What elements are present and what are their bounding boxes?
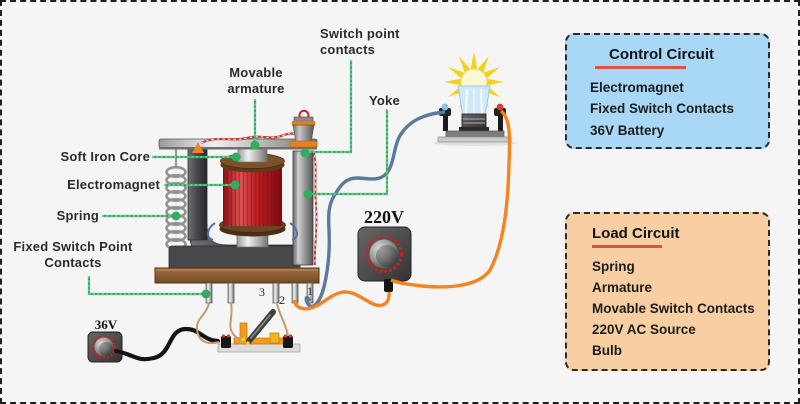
label-soft-iron-core: Soft Iron Core xyxy=(60,149,150,164)
wire-tan-pin-to-switch-left xyxy=(195,302,220,345)
label-yoke: Yoke xyxy=(369,93,400,108)
electromagnet-coil xyxy=(223,163,282,226)
control-circuit-item: Electromagnet xyxy=(590,79,684,95)
knob-ring-220v xyxy=(365,235,403,273)
coil-lead-wire xyxy=(312,149,318,266)
label-spring: Spring xyxy=(56,208,99,223)
bulb-stand xyxy=(433,130,517,146)
load-circuit-box: Load Circuit Spring Armature Movable Swi… xyxy=(565,212,770,371)
control-circuit-underline xyxy=(595,66,686,69)
coil-terminal-wire-right xyxy=(289,222,298,241)
bulb-socket xyxy=(459,113,489,132)
wire-orange-220v-to-pin2 xyxy=(293,290,391,311)
yoke-post xyxy=(292,150,314,266)
wire-tan-switch-to-pin3 xyxy=(276,303,289,337)
coil-terminal-wire-left xyxy=(207,222,216,241)
load-circuit-items: Spring Armature Movable Switch Contacts … xyxy=(592,256,768,362)
switch-terminals xyxy=(221,334,293,348)
control-circuit-item: Fixed Switch Contacts xyxy=(590,101,735,116)
knob-ring-36v xyxy=(91,334,117,360)
control-circuit-item: 36V Battery xyxy=(590,122,665,138)
load-circuit-item: 220V AC Source xyxy=(592,322,696,338)
armature-contact-spark xyxy=(192,142,204,153)
bulb-glass xyxy=(457,85,491,117)
plug-220v xyxy=(384,279,393,292)
label-pin-2: 2 xyxy=(279,293,285,307)
label-pointer-dots xyxy=(171,140,313,299)
label-movable-armature: Movable armature xyxy=(227,65,285,96)
circuit-wires xyxy=(113,109,512,362)
control-circuit-items: Electromagnet Fixed Switch Contacts 36V … xyxy=(590,77,768,142)
bulb-terminal-left xyxy=(439,103,451,131)
load-circuit-item: Bulb xyxy=(592,343,622,359)
load-circuit-title: Load Circuit xyxy=(592,225,680,242)
relay-frame-left-leg xyxy=(187,147,208,241)
bulb-icon xyxy=(433,52,517,146)
source-220v xyxy=(357,226,412,292)
wire-orange-bulb-to-220v xyxy=(390,109,512,289)
label-pin-3: 3 xyxy=(259,285,265,299)
control-switch xyxy=(217,309,301,353)
label-switch-point-contacts: Switch point contacts xyxy=(320,26,400,57)
label-36v: 36V xyxy=(94,317,118,332)
source-36v xyxy=(87,331,123,363)
knob-36v xyxy=(94,337,114,357)
movable-contact-cup xyxy=(289,109,318,148)
control-circuit-box: Control Circuit Electromagnet Fixed Swit… xyxy=(565,33,770,149)
relay-body xyxy=(154,109,320,304)
relay-base xyxy=(154,267,320,284)
load-circuit-item: Armature xyxy=(592,279,653,295)
control-circuit-title: Control Circuit xyxy=(609,46,714,63)
label-electromagnet: Electromagnet xyxy=(67,177,160,192)
label-fixed-switch-point-contacts: Fixed Switch Point Contacts xyxy=(13,239,133,270)
label-pin-1: 1 xyxy=(307,284,313,298)
knob-220v xyxy=(369,239,399,269)
label-220v: 220V xyxy=(364,207,404,227)
load-circuit-item: Spring xyxy=(592,258,635,274)
wire-tan-pin-to-blade xyxy=(229,302,244,340)
label-pointer-lines xyxy=(87,60,389,299)
load-circuit-item: Movable Switch Contacts xyxy=(592,300,755,316)
load-circuit-underline xyxy=(592,245,662,248)
wire-black-36v-to-switch xyxy=(113,326,221,362)
relay-lower-block xyxy=(168,245,301,271)
